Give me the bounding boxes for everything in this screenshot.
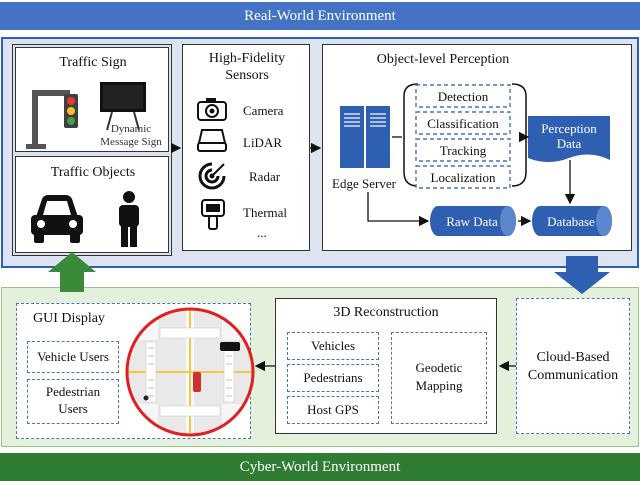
cloud-line2: Communication — [527, 368, 619, 383]
traffic-objects-title: Traffic Objects — [50, 165, 136, 180]
real-world-title: Real-World Environment — [244, 8, 396, 24]
perception-title: Object-level Perception — [376, 52, 510, 67]
perception-data-line2: Data — [557, 136, 582, 151]
reconstruction-title: 3D Reconstruction — [333, 305, 439, 320]
traffic-light-icon — [26, 90, 78, 149]
pedestrian-icon — [119, 191, 139, 247]
green-up-arrow — [48, 252, 96, 292]
edge-server-icon — [340, 106, 390, 168]
car-icon — [31, 195, 83, 243]
edge-server-label: Edge Server — [332, 176, 397, 191]
task-box-tracking — [415, 138, 511, 162]
blue-down-arrow — [554, 256, 610, 294]
recon-item-host-gps-box — [287, 396, 379, 424]
sensor-label-lidar: LiDAR — [243, 135, 282, 150]
traffic-objects-box: Traffic Objects — [15, 156, 169, 253]
task-box-detection — [415, 84, 511, 108]
geodetic-line2: Mapping — [415, 378, 463, 393]
cloud-communication-box — [516, 298, 630, 434]
task-bracket-right — [511, 83, 527, 187]
pedestrian-users-line2: Users — [58, 401, 88, 416]
dms-label-line2: Message Sign — [100, 136, 162, 148]
sensor-label-thermal: Thermal — [243, 205, 288, 220]
task-box-classification — [415, 111, 511, 135]
cyber-world-banner — [0, 453, 640, 481]
map-pedestrian — [143, 395, 149, 401]
map-car-dark — [220, 342, 240, 351]
lidar-icon — [197, 129, 227, 152]
sensors-title-line2: Sensors — [225, 68, 269, 83]
sensors-box: High-Fidelity Sensors Camera LiDAR Radar… — [182, 44, 310, 251]
task-box-localization — [415, 165, 511, 189]
recon-item-vehicles: Vehicles — [310, 338, 356, 353]
vehicle-users-label: Vehicle Users — [37, 349, 109, 364]
thermal-icon — [201, 199, 225, 230]
recon-item-vehicles-box — [287, 332, 379, 360]
geodetic-line1: Geodetic — [415, 360, 463, 375]
geodetic-mapping-box — [391, 332, 487, 424]
dms-label-line1: Dynamic — [110, 123, 152, 135]
raw-data-shape — [430, 206, 516, 236]
task-detection: Detection — [438, 89, 489, 104]
recon-item-pedestrians-box — [287, 364, 379, 392]
raw-data-label: Raw Data — [446, 214, 498, 229]
sensors-title-line1: High-Fidelity — [208, 51, 286, 66]
traffic-sign-title: Traffic Sign — [59, 55, 127, 70]
vehicle-users-box — [27, 341, 119, 373]
radar-icon — [198, 162, 226, 190]
map-car-red — [193, 372, 201, 392]
cloud-line1: Cloud-Based — [536, 350, 610, 365]
real-world-banner — [0, 2, 640, 30]
sensor-label-radar: Radar — [249, 169, 281, 184]
database-label: Database — [547, 214, 595, 229]
perception-data-shape — [528, 116, 610, 162]
traffic-sign-box: Traffic Sign Dynamic Message Sign — [15, 47, 169, 152]
pedestrian-users-box — [27, 379, 119, 424]
recon-item-pedestrians: Pedestrians — [303, 370, 363, 385]
reconstruction-box — [275, 298, 497, 434]
camera-icon — [197, 98, 227, 121]
task-tracking: Tracking — [440, 143, 487, 158]
recon-item-host-gps: Host GPS — [307, 402, 359, 417]
task-classification: Classification — [427, 116, 499, 131]
pedestrian-users-line1: Pedestrian — [45, 384, 101, 399]
cyber-world-title: Cyber-World Environment — [239, 459, 401, 475]
database-shape — [532, 206, 612, 236]
task-bracket — [403, 83, 419, 187]
task-localization: Localization — [431, 170, 496, 185]
perception-data-line1: Perception — [541, 121, 597, 136]
map-red-circle — [125, 307, 255, 437]
intersection-map — [125, 307, 255, 437]
sensors-ellipsis: ... — [257, 225, 267, 240]
sensor-label-camera: Camera — [243, 103, 284, 118]
dynamic-message-sign-icon — [100, 82, 146, 131]
gui-display-title: GUI Display — [33, 311, 105, 326]
arrow-server-to-raw — [367, 192, 430, 227]
